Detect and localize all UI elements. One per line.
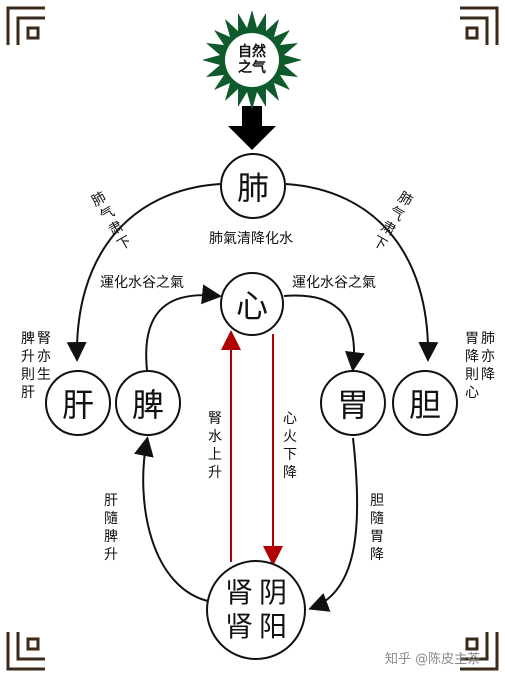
node-kidney-label-1: 肾 <box>224 576 253 609</box>
spleen-rise-label: 脾升則肝腎亦生 <box>21 331 51 401</box>
arc-lung-to-liver <box>66 183 221 362</box>
node-heart-label: 心 <box>235 287 268 325</box>
left-transform-label: 運化水谷之氣 <box>100 275 184 291</box>
node-lung: 肺 <box>220 153 286 219</box>
heart-fire-descend-label: 心火下降 <box>283 411 297 481</box>
node-stomach: 胃 <box>320 370 386 436</box>
node-liver-label: 肝 <box>61 386 94 424</box>
node-kidney-yang: 阳 <box>258 610 287 643</box>
kidney-water-rise-label: 腎水上升 <box>208 411 222 481</box>
node-stomach-label: 胃 <box>336 386 369 424</box>
corner-frame-top-left <box>6 6 45 45</box>
node-gallbladder: 胆 <box>392 370 458 436</box>
arc-spleen-to-heart <box>145 284 222 371</box>
corner-frame-bottom-right <box>460 632 499 671</box>
node-kidney-label-2: 肾 <box>224 610 253 643</box>
node-spleen-label: 脾 <box>131 386 164 424</box>
lung-clear-descend-label: 肺氣清降化水 <box>209 231 293 247</box>
node-kidney-yin: 阴 <box>258 576 287 609</box>
sun-to-lung-arrow <box>228 106 276 150</box>
arc-stomach-to-kidney <box>308 437 359 612</box>
arc-lung-to-gallbladder <box>285 183 439 362</box>
node-spleen: 脾 <box>115 370 181 436</box>
sun-label-line2: 之气 <box>238 60 266 76</box>
node-gallbladder-label: 胆 <box>408 386 441 424</box>
node-heart: 心 <box>220 272 284 336</box>
node-kidney: 肾 阴 肾 阳 <box>206 560 306 660</box>
arc-kidney-to-spleen <box>134 436 213 603</box>
node-liver: 肝 <box>45 370 111 436</box>
gallbladder-follow-stomach-label: 胆隨胃降 <box>370 493 384 563</box>
node-lung-label: 肺 <box>236 169 269 207</box>
liver-follow-spleen-label: 肝隨脾升 <box>104 493 118 563</box>
stomach-descend-label: 胃降則心肺亦降 <box>465 331 495 401</box>
watermark: 知乎 @陈皮主茶 <box>385 652 481 667</box>
corner-frame-bottom-left <box>6 632 45 671</box>
nature-qi-sun-icon <box>202 10 302 110</box>
sun-label: 自然 之气 <box>232 44 272 76</box>
sun-label-line1: 自然 <box>238 44 266 60</box>
corner-frame-top-right <box>460 6 499 45</box>
right-transform-label: 運化水谷之氣 <box>292 275 376 291</box>
arc-heart-to-stomach <box>283 294 365 372</box>
